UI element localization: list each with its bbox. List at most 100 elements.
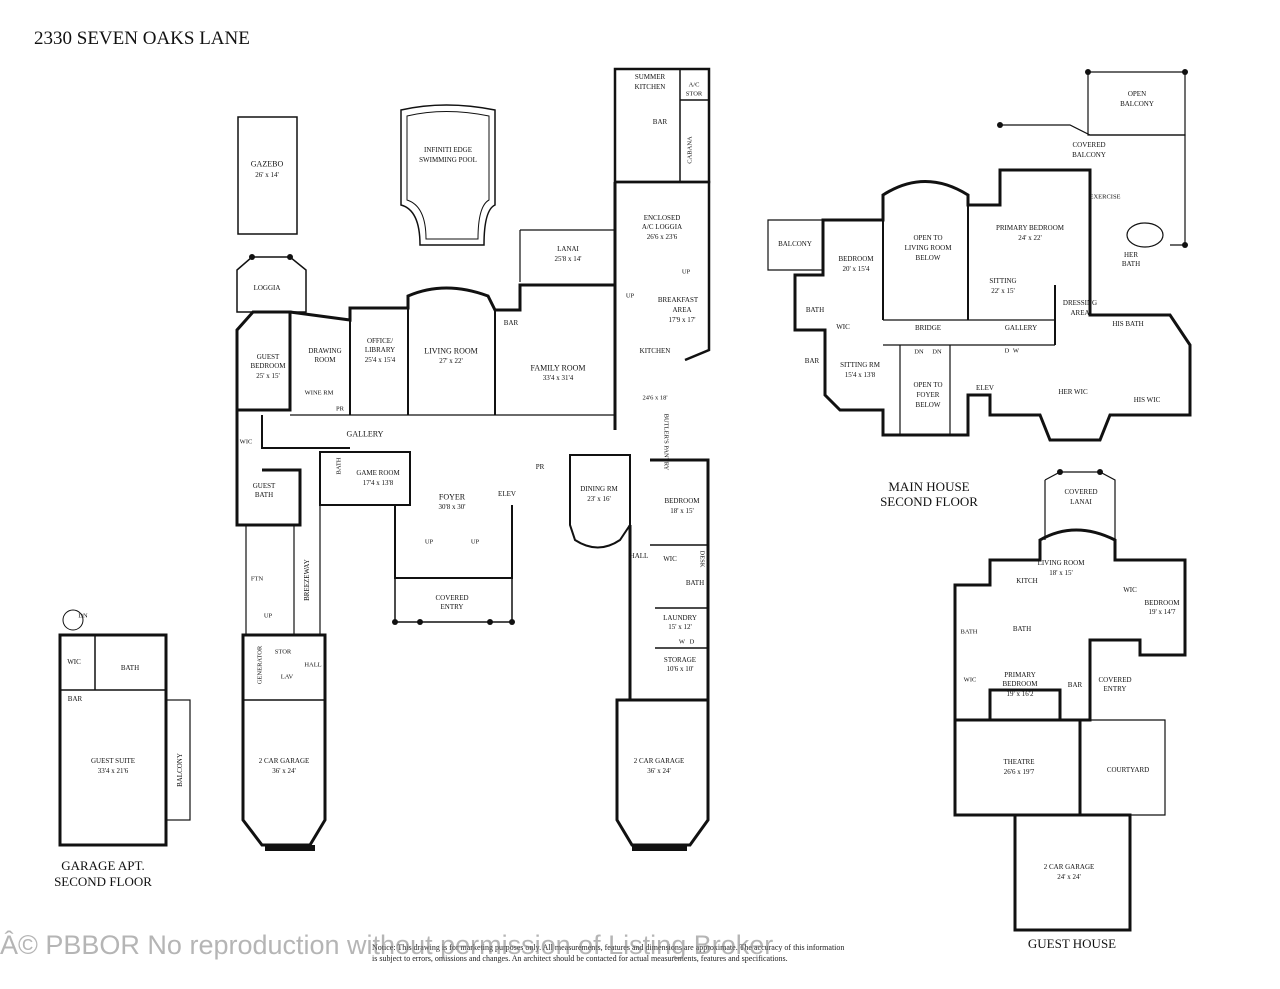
stair-dn-right-label: DN bbox=[932, 348, 942, 356]
pool-label-2: SWIMMING POOL bbox=[419, 156, 477, 164]
her-bath-label-2: BATH bbox=[1121, 260, 1141, 268]
office-label-1: OFFICE/ bbox=[366, 337, 394, 345]
right-garage-wall bbox=[615, 698, 710, 847]
loggia-enclosed-dim: 26'6 x 23'6 bbox=[646, 233, 678, 241]
butlers-pantry-label: BUTLER'S PANTRY bbox=[662, 413, 670, 471]
gh-lanai-label-2: LANAI bbox=[1070, 498, 1092, 506]
loggia-enclosed-label-1: ENCLOSED bbox=[643, 214, 681, 222]
primary-bedroom-dim: 24' x 22' bbox=[1018, 234, 1042, 242]
right-garage-label: 2 CAR GARAGE bbox=[633, 757, 685, 765]
laundry-dim: 15' x 12' bbox=[668, 623, 692, 631]
guest-bedroom-wall bbox=[235, 310, 292, 412]
columns bbox=[249, 69, 1188, 851]
bath-2f-label: BATH bbox=[805, 306, 825, 314]
pool-outline bbox=[400, 104, 496, 246]
game-room-dim: 17'4 x 13'8 bbox=[362, 479, 394, 487]
bedroom-main-label: BEDROOM bbox=[664, 497, 700, 505]
guest-suite-label: GUEST SUITE bbox=[90, 757, 136, 765]
open-living-label-1: OPEN TO bbox=[913, 234, 943, 242]
open-foyer-label-3: BELOW bbox=[915, 401, 941, 409]
powder-room-2-label: PR bbox=[535, 463, 545, 471]
summer-bar-label: BAR bbox=[652, 118, 668, 126]
loggia-enclosed-label-2: A/C LOGGIA bbox=[641, 223, 683, 231]
lanai-dim: 25'8 x 14' bbox=[554, 255, 582, 263]
gh-primary-label-1: PRIMARY bbox=[1004, 671, 1036, 679]
dressing-label-2: AREA bbox=[1070, 309, 1090, 317]
lanai-label: LANAI bbox=[557, 245, 579, 253]
breezeway-label: BREEZEWAY bbox=[303, 559, 311, 601]
office-dim: 25'4 x 15'4 bbox=[364, 356, 396, 364]
open-foyer-label-2: FOYER bbox=[916, 391, 940, 399]
laundry-dryer-label: D bbox=[689, 638, 695, 646]
bedroom-main-dim: 18' x 15' bbox=[670, 507, 694, 515]
left-garage-dim: 36' x 24' bbox=[272, 767, 296, 775]
gh-garage-label: 2 CAR GARAGE bbox=[1043, 863, 1095, 871]
ac-stor-label-2: STOR bbox=[685, 90, 703, 98]
dryer-2f-label: D bbox=[1004, 347, 1010, 355]
cabana-label: CABANA bbox=[686, 136, 694, 164]
bar-2f-label: BAR bbox=[804, 357, 820, 365]
elevator-2f-label: ELEV bbox=[976, 384, 994, 392]
gh-primary-label-2: BEDROOM bbox=[1002, 680, 1038, 688]
gh-covered-entry-label-2: ENTRY bbox=[1103, 685, 1127, 693]
stair-up-loggia-label: UP bbox=[625, 292, 635, 300]
guest-bedroom-label-2: BEDROOM bbox=[250, 362, 286, 370]
garage-apt-floor-label-1: GARAGE APT. bbox=[61, 858, 145, 873]
second-floor-outer-wall bbox=[793, 168, 1192, 442]
laundry-washer-label: W bbox=[678, 638, 686, 646]
page-title: 2330 SEVEN OAKS LANE bbox=[34, 28, 250, 49]
hall-2-label: HALL bbox=[304, 661, 322, 669]
drawing-room-label-1: DRAWING bbox=[308, 347, 342, 355]
guest-bath-label-2: BATH bbox=[254, 491, 274, 499]
generator-label: GENERATOR bbox=[256, 645, 264, 685]
left-garage-label: 2 CAR GARAGE bbox=[258, 757, 310, 765]
gallery-label: GALLERY bbox=[346, 429, 384, 439]
main-house-north-wall bbox=[289, 283, 615, 322]
covered-entry-label-1: COVERED bbox=[435, 594, 469, 602]
guest-bath-label-1: GUEST bbox=[252, 482, 276, 490]
her-wic-label: HER WIC bbox=[1058, 388, 1088, 396]
courtyard-outline bbox=[1080, 719, 1166, 816]
fountain-label: FTN bbox=[250, 575, 264, 583]
primary-bedroom-label: PRIMARY BEDROOM bbox=[995, 224, 1065, 232]
gallery-2f-label: GALLERY bbox=[1004, 324, 1038, 332]
wic-2f-label: WIC bbox=[836, 323, 850, 331]
sitting-dim: 22' x 15' bbox=[991, 287, 1015, 295]
pool-inner-outline bbox=[406, 111, 490, 240]
covered-balcony-label-1: COVERED bbox=[1072, 141, 1106, 149]
disclaimer-notice: Notice: This drawing is for marketing pu… bbox=[372, 942, 844, 964]
storage-label: STORAGE bbox=[663, 656, 697, 664]
notice-line-2: is subject to errors, omissions and chan… bbox=[372, 954, 788, 963]
wic-main-label: WIC bbox=[663, 555, 677, 563]
covered-entry-outline bbox=[394, 578, 513, 623]
his-bath-label: HIS BATH bbox=[1112, 320, 1144, 328]
apt-balcony-outline bbox=[165, 699, 191, 821]
family-room-label: FAMILY ROOM bbox=[530, 363, 586, 373]
bar-main-label: BAR bbox=[503, 319, 519, 327]
main-second-floor-label-1: MAIN HOUSE bbox=[888, 479, 970, 494]
main-second-floor-label-2: SECOND FLOOR bbox=[880, 494, 978, 509]
gallery-wall bbox=[261, 415, 350, 449]
gh-bedroom-dim: 19' x 14'7 bbox=[1148, 608, 1176, 616]
covered-balcony-label-2: BALCONY bbox=[1072, 151, 1106, 159]
breakfast-dim: 17'9 x 17' bbox=[668, 316, 696, 324]
gh-primary-dim: 19' x 16'2 bbox=[1006, 690, 1034, 698]
apt-dn-label: DN bbox=[78, 612, 88, 620]
laundry-label: LAUNDRY bbox=[663, 614, 697, 622]
pool-label-1: INFINITI EDGE bbox=[423, 146, 473, 154]
family-room-dim: 33'4 x 31'4 bbox=[542, 374, 574, 382]
apt-balcony-label: BALCONY bbox=[176, 753, 184, 787]
stair-up-left-label: UP bbox=[424, 538, 434, 546]
lav-label: LAV bbox=[280, 673, 294, 681]
open-living-label-2: LIVING ROOM bbox=[904, 244, 952, 252]
notice-line-1: Notice: This drawing is for marketing pu… bbox=[372, 943, 845, 952]
ac-stor-label-1: A/C bbox=[688, 81, 700, 89]
stair-up-right-label: UP bbox=[470, 538, 480, 546]
gh-wic-2-label: WIC bbox=[963, 676, 977, 684]
gazebo-dim: 26' x 14' bbox=[255, 171, 279, 179]
game-room-label: GAME ROOM bbox=[356, 469, 400, 477]
right-garage-dim: 36' x 24' bbox=[647, 767, 671, 775]
garage-apt-wall bbox=[58, 633, 168, 847]
drawing-room-label-2: ROOM bbox=[314, 356, 336, 364]
